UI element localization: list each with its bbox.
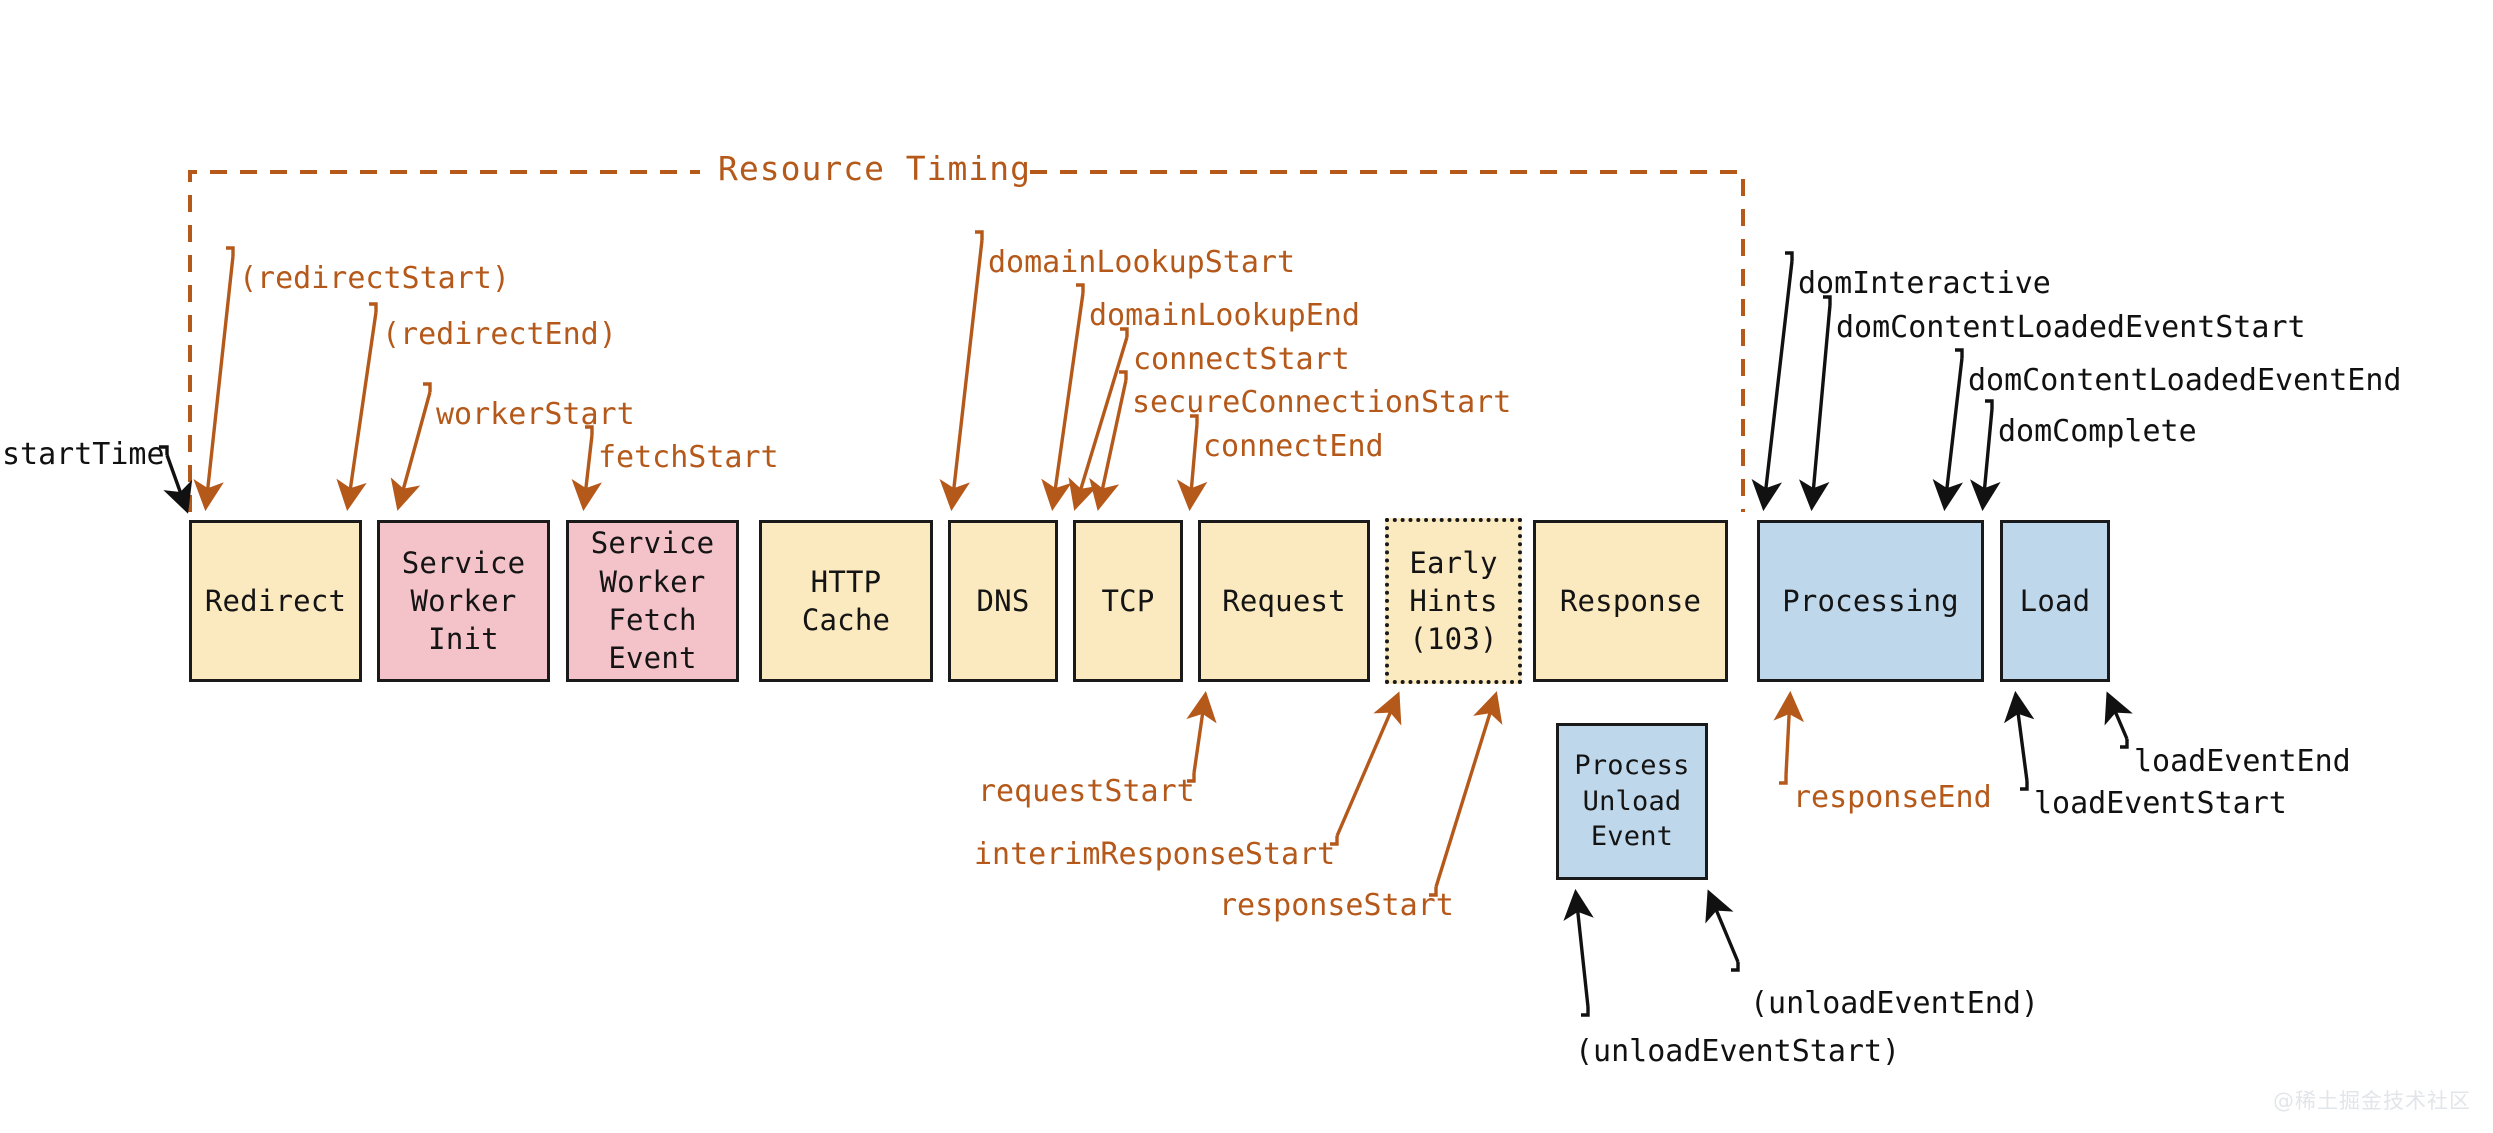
marker-label-requeststart: requestStart bbox=[978, 774, 1195, 809]
resource-timing-title: Resource Timing bbox=[718, 149, 1032, 188]
phase-box-redirect[interactable]: Redirect bbox=[189, 520, 362, 682]
watermark: @稀土掘金技术社区 bbox=[2273, 1089, 2471, 1113]
marker-label-domainlookupend: domainLookupEnd bbox=[1089, 298, 1360, 333]
marker-label-unloadeventend: (unloadEventEnd) bbox=[1750, 986, 2039, 1021]
phase-label: Service Worker Fetch Event bbox=[590, 526, 715, 676]
phase-box-response[interactable]: Response bbox=[1533, 520, 1728, 682]
phase-box-service-worker-fetch-event[interactable]: Service Worker Fetch Event bbox=[566, 520, 739, 682]
marker-label-domcontentloadedeventstart: domContentLoadedEventStart bbox=[1836, 310, 2306, 345]
phase-box-dns[interactable]: DNS bbox=[948, 520, 1058, 682]
phase-box-service-worker-init[interactable]: Service Worker Init bbox=[377, 520, 550, 682]
phase-label: Request bbox=[1222, 583, 1346, 618]
load-event-leaders bbox=[2004, 690, 2133, 791]
phase-label: Early Hints (103) bbox=[1409, 545, 1498, 657]
phase-label: HTTP Cache bbox=[801, 564, 891, 637]
resource-timing-bracket bbox=[188, 170, 1745, 512]
phase-box-processing[interactable]: Processing bbox=[1757, 520, 1984, 682]
marker-label-starttime: startTime bbox=[2, 437, 165, 472]
phase-label: Load bbox=[2019, 583, 2091, 618]
marker-label-secureconnectionstart: secureConnectionStart bbox=[1132, 385, 1512, 420]
marker-label-fetchstart: fetchStart bbox=[598, 440, 779, 475]
marker-label-loadeventstart: loadEventStart bbox=[2034, 786, 2287, 821]
marker-label-unloadeventstart: (unloadEventStart) bbox=[1575, 1034, 1901, 1069]
phase-label: Process Unload Event bbox=[1574, 750, 1690, 853]
marker-label-domcomplete: domComplete bbox=[1998, 414, 2197, 449]
marker-label-redirectend: (redirectEnd) bbox=[382, 317, 617, 352]
phase-box-tcp[interactable]: TCP bbox=[1073, 520, 1183, 682]
marker-label-loadeventend: loadEventEnd bbox=[2134, 744, 2351, 779]
unload-event-leaders bbox=[1563, 888, 1740, 1017]
marker-label-domcontentloadedeventend: domContentLoadedEventEnd bbox=[1968, 363, 2402, 398]
marker-label-interimresponsestart: interimResponseStart bbox=[974, 837, 1336, 872]
phase-box-http-cache[interactable]: HTTP Cache bbox=[759, 520, 933, 682]
phase-label: Processing bbox=[1782, 583, 1959, 618]
phase-box-request[interactable]: Request bbox=[1198, 520, 1370, 682]
marker-label-connectstart: connectStart bbox=[1133, 342, 1350, 377]
bottom-leaders bbox=[1186, 690, 1805, 897]
phase-label: DNS bbox=[976, 583, 1030, 618]
starttime-leader bbox=[159, 445, 193, 514]
marker-label-responseend: responseEnd bbox=[1793, 780, 1992, 815]
phase-box-early-hints[interactable]: Early Hints (103) bbox=[1385, 518, 1522, 684]
top-left-leaders bbox=[193, 246, 602, 512]
phase-label: Response bbox=[1559, 583, 1702, 618]
phase-box-process-unload-event[interactable]: Process Unload Event bbox=[1556, 723, 1708, 880]
middle-leaders bbox=[939, 230, 1208, 512]
phase-label: TCP bbox=[1101, 583, 1155, 618]
marker-label-connectend: connectEnd bbox=[1203, 429, 1384, 464]
phase-label: Redirect bbox=[204, 583, 347, 618]
marker-label-workerstart: workerStart bbox=[436, 397, 635, 432]
marker-label-responsestart: responseStart bbox=[1219, 888, 1454, 923]
phase-box-load[interactable]: Load bbox=[2000, 520, 2110, 682]
marker-label-dominteractive: domInteractive bbox=[1798, 266, 2051, 301]
phase-label: Service Worker Init bbox=[401, 545, 526, 657]
marker-label-redirectstart: (redirectStart) bbox=[239, 261, 510, 296]
marker-label-domainlookupstart: domainLookupStart bbox=[988, 245, 1296, 280]
right-leaders bbox=[1751, 251, 2001, 512]
